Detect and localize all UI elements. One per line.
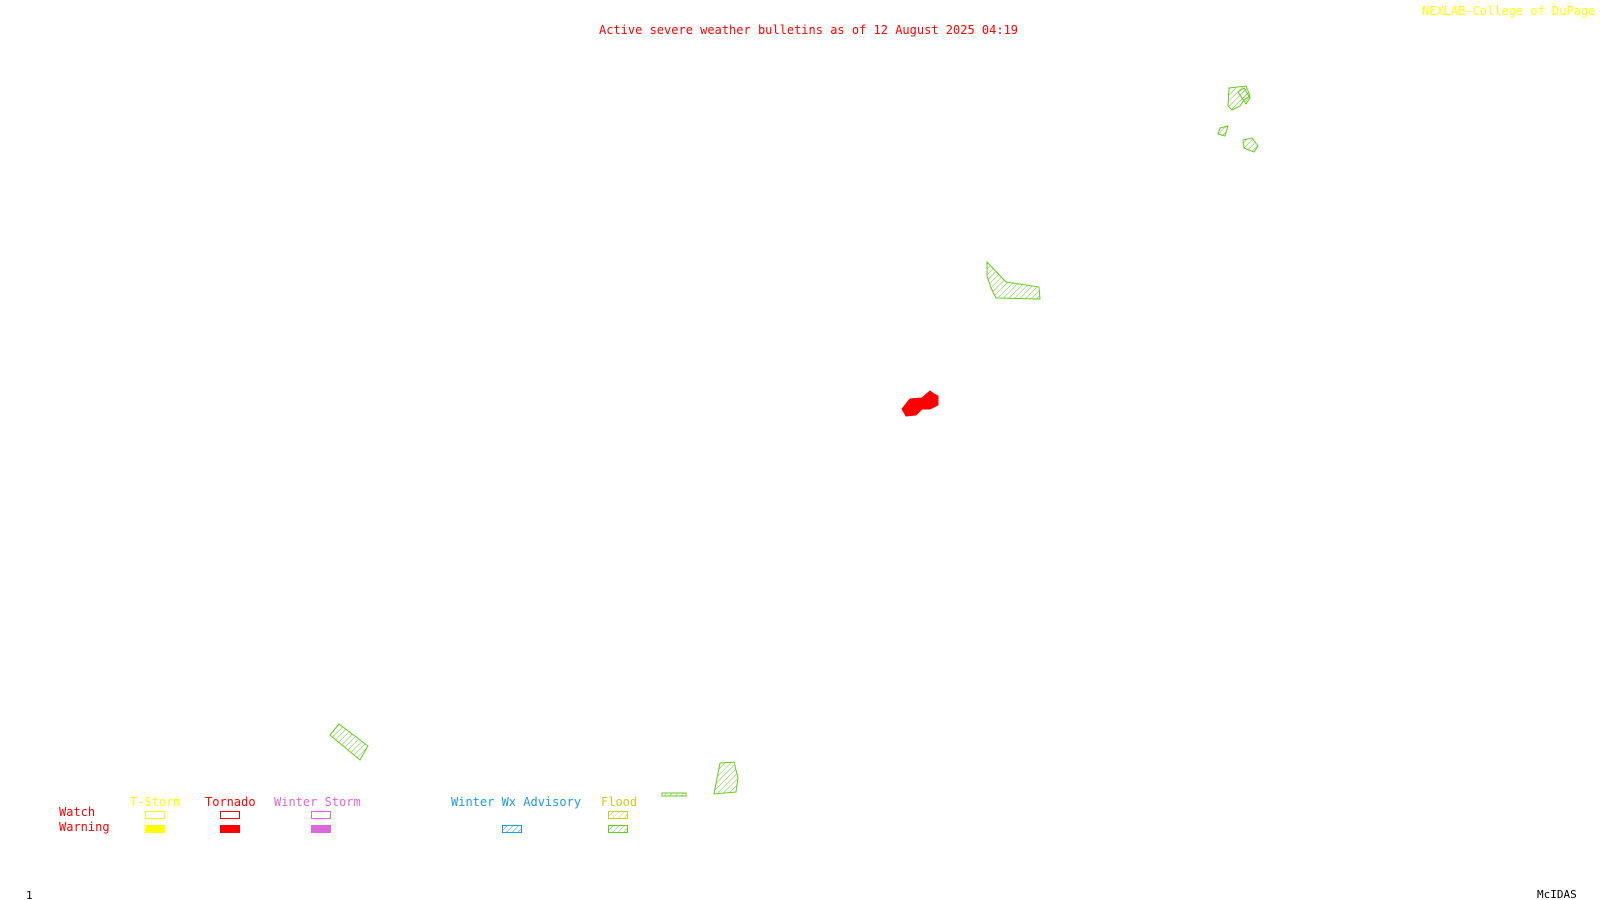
legend-swatch-tstorm-warning	[145, 825, 165, 833]
frame-number: 1	[26, 889, 33, 900]
legend-swatch-tornado-warning	[220, 825, 240, 833]
legend-label-tstorm: T-Storm	[130, 795, 181, 809]
legend-swatch-flood-warning	[608, 825, 628, 833]
legend-swatch-flood-watch	[608, 811, 628, 819]
legend-swatch-winter-storm-watch	[311, 811, 331, 819]
flood-warning-polygon[interactable]	[1237, 87, 1251, 105]
legend-swatch-tornado-watch	[220, 811, 240, 819]
legend-row-label-warning: Warning	[59, 820, 110, 834]
flood-warning-polygon[interactable]	[661, 792, 687, 797]
legend-swatch-winter-wx-advisory-warning	[502, 825, 522, 833]
credit-label: NEXLAB-College of DuPage R	[1422, 4, 1600, 18]
legend-row-label-watch: Watch	[59, 805, 96, 819]
legend-label-flood: Flood	[601, 795, 638, 809]
flood-warning-polygon[interactable]	[713, 761, 739, 795]
legend-label-winter-storm: Winter Storm	[274, 795, 361, 809]
map-title: Active severe weather bulletins as of 12…	[599, 23, 1019, 37]
tornado-warning-polygon[interactable]	[901, 390, 939, 417]
legend-swatch-tstorm-watch	[145, 811, 165, 819]
flood-warning-polygon[interactable]	[986, 260, 1041, 300]
legend-label-winter-wx-advisory: Winter Wx Advisory	[451, 795, 582, 809]
flood-warning-polygon[interactable]	[329, 723, 369, 761]
flood-warning-polygon[interactable]	[1242, 137, 1259, 153]
software-label: McIDAS	[1537, 888, 1577, 900]
legend-label-tornado: Tornado	[205, 795, 256, 809]
flood-warning-polygon[interactable]	[1217, 125, 1229, 137]
legend-swatch-winter-storm-warning	[311, 825, 331, 833]
